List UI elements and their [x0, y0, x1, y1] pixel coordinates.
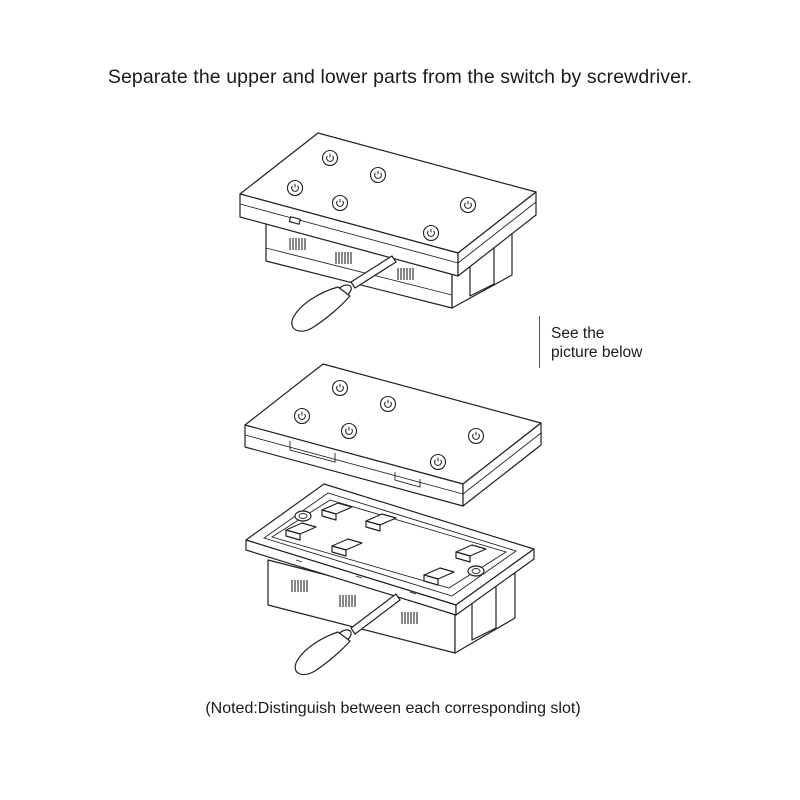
- touch-button-icon: [293, 407, 311, 425]
- touch-button-icon: [340, 422, 358, 440]
- touch-button-icon: [459, 196, 477, 214]
- side-note-line-2: picture below: [551, 344, 643, 361]
- touch-button-icon: [286, 179, 304, 197]
- mounting-slots: [285, 502, 487, 586]
- screw-post: [467, 565, 485, 577]
- touch-button-icon: [422, 224, 440, 242]
- switch-front-panel: [239, 132, 537, 277]
- screwdriver-icon: [291, 255, 397, 332]
- touch-button-icon: [369, 166, 387, 184]
- switch-base: [245, 483, 535, 654]
- footnote: (Noted:Distinguish between each correspo…: [205, 700, 581, 717]
- touch-button-icon: [321, 149, 339, 167]
- screw-post: [294, 510, 312, 522]
- side-note-line-1: See the: [551, 325, 605, 342]
- instruction-title: Separate the upper and lower parts from …: [107, 66, 693, 88]
- screwdriver-icon: [294, 593, 401, 676]
- touch-button-icon: [331, 379, 349, 397]
- side-note-divider: [539, 316, 540, 368]
- touch-button-icon: [467, 427, 485, 445]
- touch-button-icon: [331, 194, 349, 212]
- side-note: See the picture below: [551, 324, 642, 362]
- separated-front-panel: [244, 363, 542, 507]
- touch-button-icon: [429, 453, 447, 471]
- assembled-switch: [239, 132, 537, 332]
- touch-button-icon: [379, 395, 397, 413]
